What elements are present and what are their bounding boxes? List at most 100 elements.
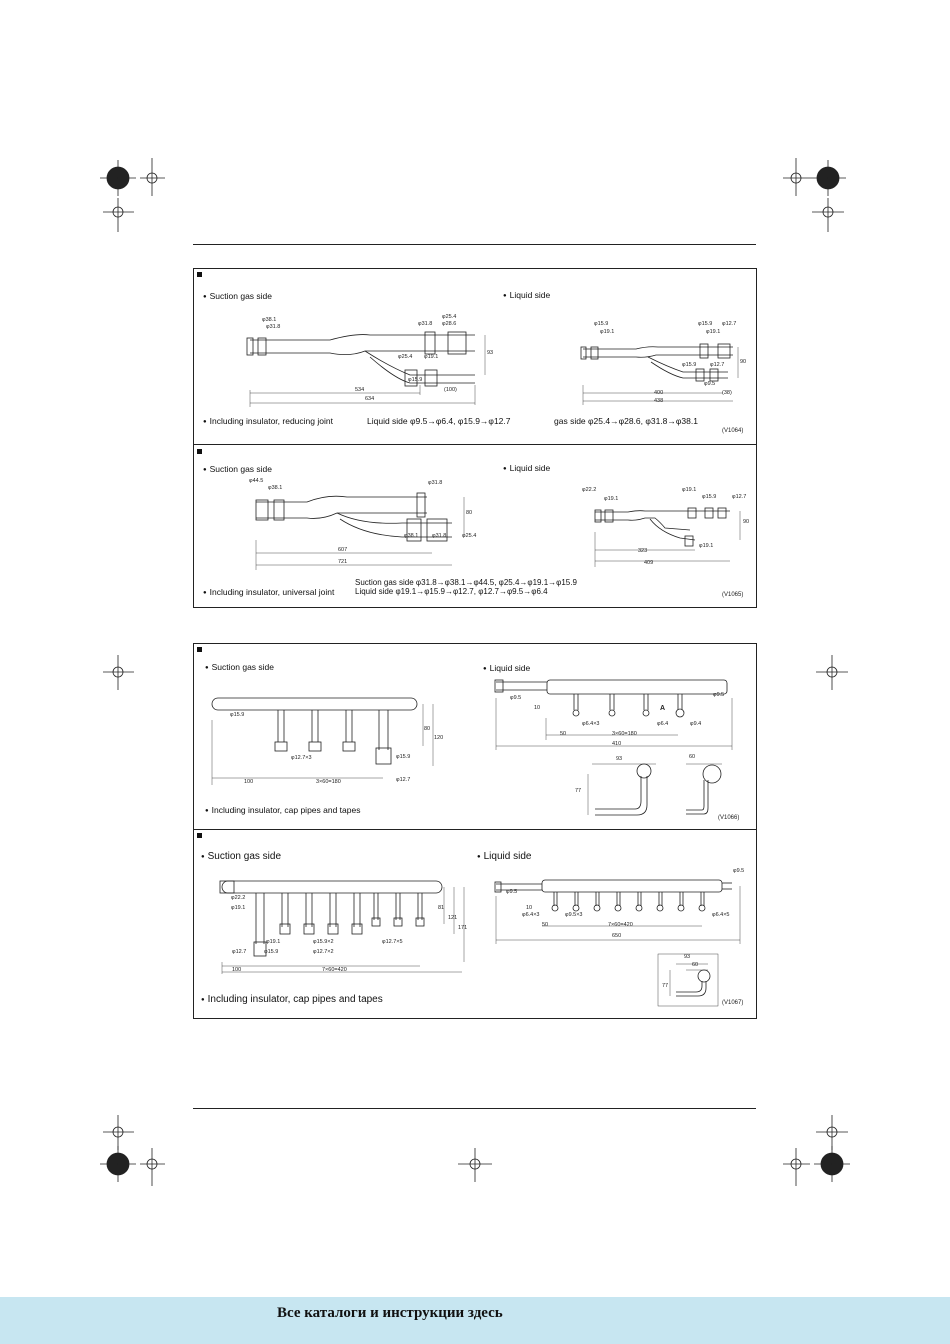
s4-gas-dim: φ22.2 bbox=[231, 895, 246, 901]
s1-liquid-dim: (38) bbox=[722, 390, 732, 396]
s4-liquid-dim: φ9.5 bbox=[733, 868, 745, 874]
s2-gas-dim: 607 bbox=[338, 547, 348, 553]
s4-liquid-title: Liquid side bbox=[477, 851, 532, 862]
footer-banner bbox=[0, 1297, 950, 1344]
s4-liquid-dim: φ9.5×3 bbox=[565, 912, 583, 918]
s2-liquid-dim: φ19.1 bbox=[699, 543, 714, 549]
s4-gas-dim: φ12.7×5 bbox=[382, 939, 403, 945]
s4-gas-dim: φ15.9×2 bbox=[313, 939, 334, 945]
s3-gas-dim: φ15.9 bbox=[396, 754, 411, 760]
s4-gas-dim: φ12.7 bbox=[232, 949, 247, 955]
s4-gas-dim: φ12.7×2 bbox=[313, 949, 334, 955]
footer-link[interactable]: Все каталоги и инструкции здесь bbox=[277, 1305, 503, 1321]
s3-gas-dim: 100 bbox=[244, 779, 254, 785]
joint-panel-a bbox=[193, 268, 757, 608]
section-marker bbox=[197, 647, 202, 652]
s4-liquid-dim: 93 bbox=[684, 954, 691, 960]
s1-gas-dim: φ31.8 bbox=[418, 321, 433, 327]
s3-gas-dim: φ12.7×3 bbox=[291, 755, 312, 761]
s4-liquid-dim: φ9.5 bbox=[506, 889, 518, 895]
s1-note: Including insulator, reducing joint bbox=[203, 416, 333, 426]
s1-liquid-dim: 90 bbox=[740, 359, 747, 365]
s4-gas-dim: φ19.1 bbox=[266, 939, 281, 945]
s1-liquid-dim: φ12.7 bbox=[710, 362, 725, 368]
s4-suction-drawing bbox=[219, 880, 465, 974]
panel-a-divider bbox=[193, 444, 757, 445]
s1-liquid-dim: φ15.9 bbox=[698, 321, 713, 327]
s4-liquid-dim: 60 bbox=[692, 962, 699, 968]
s1-liquid-dim: φ19.1 bbox=[706, 329, 721, 335]
s3-liquid-dim: φ9.5 bbox=[510, 695, 522, 701]
s3-liquid-dim: 3×60=180 bbox=[612, 731, 637, 737]
s1-liquid-dim: 438 bbox=[654, 398, 664, 404]
s4-note: Including insulator, cap pipes and tapes bbox=[201, 994, 383, 1005]
s4-liquid-dim: 50 bbox=[542, 922, 549, 928]
s2-gas-dim: φ25.4 bbox=[462, 533, 477, 539]
s3-code: (V1066) bbox=[718, 815, 740, 821]
s3-gas-dim: 120 bbox=[434, 735, 444, 741]
s2-liquid-reduce: Liquid side φ19.1→φ15.9→φ12.7, φ12.7→φ9.… bbox=[355, 587, 548, 596]
s3-liquid-dim: 10 bbox=[534, 705, 541, 711]
s2-gas-dim: φ38.1 bbox=[268, 485, 283, 491]
s2-gas-dim: φ44.5 bbox=[249, 478, 264, 484]
s2-suction-title: Suction gas side bbox=[203, 464, 272, 474]
s3-liquid-dim: φ6.4×3 bbox=[582, 721, 600, 727]
s3-liquid-drawing bbox=[494, 679, 733, 816]
registration-marks bbox=[100, 158, 850, 1186]
bottom-rule bbox=[193, 1108, 756, 1109]
s4-liquid-dim: φ6.4×3 bbox=[522, 912, 540, 918]
s3-suction-drawing bbox=[211, 697, 434, 785]
s2-liquid-dim: φ15.9 bbox=[702, 494, 717, 500]
s2-liquid-dim: φ19.1 bbox=[682, 487, 697, 493]
s2-liquid-dim: φ22.2 bbox=[582, 487, 597, 493]
top-rule bbox=[193, 244, 756, 245]
s4-gas-dim: φ19.1 bbox=[231, 905, 246, 911]
s2-liquid-dim: 409 bbox=[644, 560, 654, 566]
s1-gas-dim: φ28.6 bbox=[442, 321, 457, 327]
s4-code: (V1067) bbox=[722, 1000, 744, 1006]
s4-gas-dim: 7×60=420 bbox=[322, 967, 347, 973]
s1-gas-dim: 93 bbox=[487, 350, 494, 356]
s3-liquid-dim: 77 bbox=[575, 788, 582, 794]
s1-gas-dim: φ25.4 bbox=[442, 314, 457, 320]
s2-gas-dim: φ31.8 bbox=[432, 533, 447, 539]
section-marker bbox=[197, 272, 202, 277]
s2-suction-reduce: Suction gas side φ31.8→φ38.1→φ44.5, φ25.… bbox=[355, 578, 577, 587]
s1-liquid-dim: 400 bbox=[654, 390, 664, 396]
s1-gas-dim: φ19.1 bbox=[424, 354, 439, 360]
s3-liquid-dim: 410 bbox=[612, 741, 622, 747]
s2-liquid-dim: φ12.7 bbox=[732, 494, 747, 500]
s1-gas-dim: φ25.4 bbox=[398, 354, 413, 360]
s1-liquid-dim: φ15.9 bbox=[594, 321, 609, 327]
s1-liquid-dim: φ15.9 bbox=[682, 362, 697, 368]
s4-gas-dim: 100 bbox=[232, 967, 242, 973]
s4-liquid-dim: φ6.4×5 bbox=[712, 912, 730, 918]
s3-gas-dim: φ12.7 bbox=[396, 777, 411, 783]
s4-liquid-dim: 650 bbox=[612, 933, 622, 939]
s1-gas-dim: 634 bbox=[365, 396, 375, 402]
s4-liquid-dim: 10 bbox=[526, 905, 533, 911]
s3-suction-title: Suction gas side bbox=[205, 662, 274, 672]
s1-liquid-drawing bbox=[580, 343, 739, 405]
s1-liquid-dim: φ12.7 bbox=[722, 321, 737, 327]
section-marker bbox=[197, 833, 202, 838]
s2-gas-dim: φ31.8 bbox=[428, 480, 443, 486]
s1-code: (V1064) bbox=[722, 428, 744, 434]
s3-note: Including insulator, cap pipes and tapes bbox=[205, 805, 361, 815]
section-marker bbox=[197, 449, 202, 454]
s1-gas-dim: 534 bbox=[355, 387, 365, 393]
s4-gas-dim: φ15.9 bbox=[264, 949, 279, 955]
s2-liquid-dim: 323 bbox=[638, 548, 648, 554]
s2-liquid-dim: φ19.1 bbox=[604, 496, 619, 502]
s1-liquid-dim: φ19.1 bbox=[600, 329, 615, 335]
s2-gas-dim: 80 bbox=[466, 510, 473, 516]
s2-liquid-drawing bbox=[594, 507, 741, 567]
s4-liquid-drawing bbox=[494, 879, 741, 1007]
s3-gas-dim: 3×60=180 bbox=[316, 779, 341, 785]
s4-liquid-dim: 77 bbox=[662, 983, 669, 989]
s1-gas-reduce: gas side φ25.4→φ28.6, φ31.8→φ38.1 bbox=[554, 416, 698, 426]
s2-liquid-title: Liquid side bbox=[503, 463, 551, 473]
s4-gas-dim: 81 bbox=[438, 905, 445, 911]
s1-suction-title: Suction gas side bbox=[203, 291, 272, 301]
s2-code: (V1065) bbox=[722, 592, 744, 598]
